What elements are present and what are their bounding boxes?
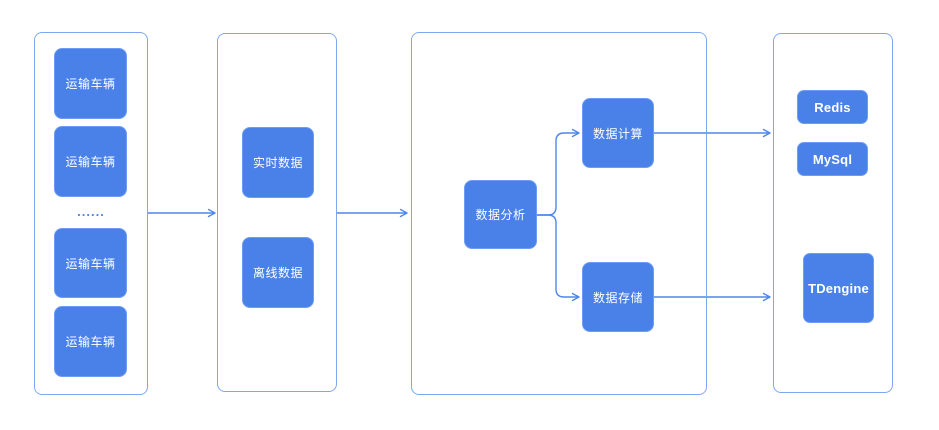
node-mysql: MySql: [797, 142, 868, 176]
group-storage-targets: [773, 33, 893, 393]
node-data-storage: 数据存储: [582, 262, 654, 332]
node-data-analysis: 数据分析: [464, 180, 537, 249]
group-vehicles: [34, 32, 148, 395]
node-vehicle-2: 运输车辆: [54, 126, 127, 197]
node-vehicle-3: 运输车辆: [54, 228, 127, 298]
node-data-compute: 数据计算: [582, 98, 654, 168]
node-offline-data: 离线数据: [242, 237, 314, 308]
node-tdengine: TDengine: [803, 253, 874, 323]
vehicles-ellipsis-label: ......: [77, 204, 105, 219]
node-vehicle-1: 运输车辆: [54, 48, 127, 119]
group-data-sources: [217, 33, 337, 392]
node-realtime-data: 实时数据: [242, 127, 314, 198]
node-vehicle-4: 运输车辆: [54, 306, 127, 377]
group-processing: [411, 32, 707, 395]
node-redis: Redis: [797, 90, 868, 124]
